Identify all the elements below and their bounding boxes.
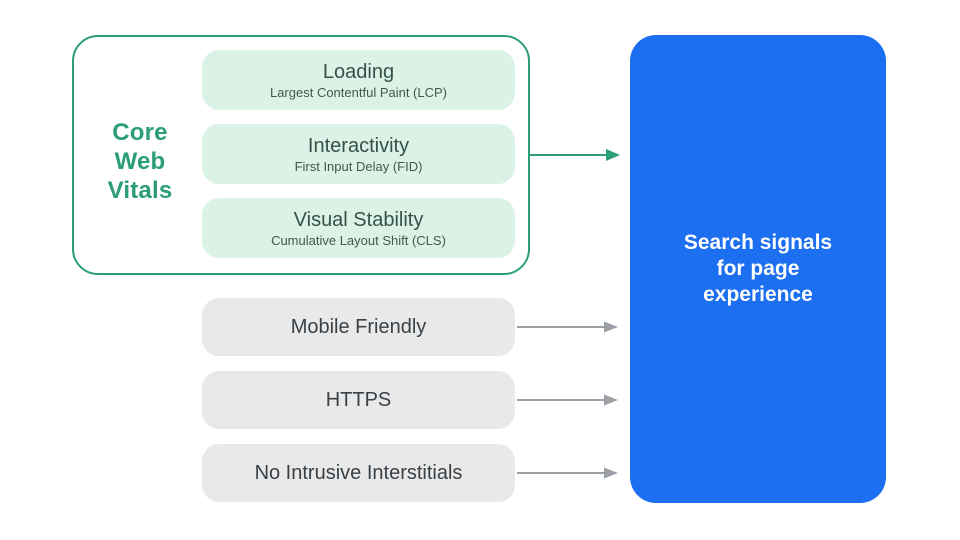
- arrow-no-intrusive-interstitials-icon: [517, 467, 618, 479]
- core-web-vitals-label-line: Vitals: [107, 177, 173, 204]
- signal-card-no-intrusive-interstitials: No Intrusive Interstitials: [202, 444, 515, 502]
- core-web-vitals-group: [72, 35, 530, 275]
- arrow-https-icon: [517, 394, 618, 406]
- metric-title: Visual Stability: [293, 208, 424, 231]
- metric-title: Loading: [322, 60, 395, 83]
- metric-subtitle: First Input Delay (FID): [294, 158, 423, 174]
- core-web-vitals-label-line: Web: [114, 148, 166, 175]
- metric-card-visual-stability: Visual Stability Cumulative Layout Shift…: [202, 198, 515, 258]
- metric-subtitle: Largest Contentful Paint (LCP): [269, 84, 448, 100]
- signal-card-mobile-friendly: Mobile Friendly: [202, 298, 515, 356]
- core-web-vitals-label-line: Core: [112, 119, 168, 146]
- core-web-vitals-label: Core Web Vitals: [78, 118, 202, 205]
- arrow-mobile-friendly-icon: [517, 321, 618, 333]
- search-signals-label: Search signals for page experience: [684, 230, 832, 308]
- metric-card-loading: Loading Largest Contentful Paint (LCP): [202, 50, 515, 110]
- metric-card-interactivity: Interactivity First Input Delay (FID): [202, 124, 515, 184]
- search-signals-label-line: for page: [716, 257, 800, 280]
- signal-label: No Intrusive Interstitials: [254, 461, 463, 484]
- signal-card-https: HTTPS: [202, 371, 515, 429]
- signal-label: Mobile Friendly: [290, 315, 427, 338]
- metric-title: Interactivity: [307, 134, 410, 157]
- signal-label: HTTPS: [325, 388, 392, 411]
- search-signals-label-line: experience: [703, 283, 813, 306]
- metric-subtitle: Cumulative Layout Shift (CLS): [271, 232, 446, 248]
- arrow-core-web-vitals-icon: [530, 149, 620, 161]
- search-signals-box: Search signals for page experience: [630, 35, 886, 503]
- search-signals-label-line: Search signals: [683, 231, 833, 254]
